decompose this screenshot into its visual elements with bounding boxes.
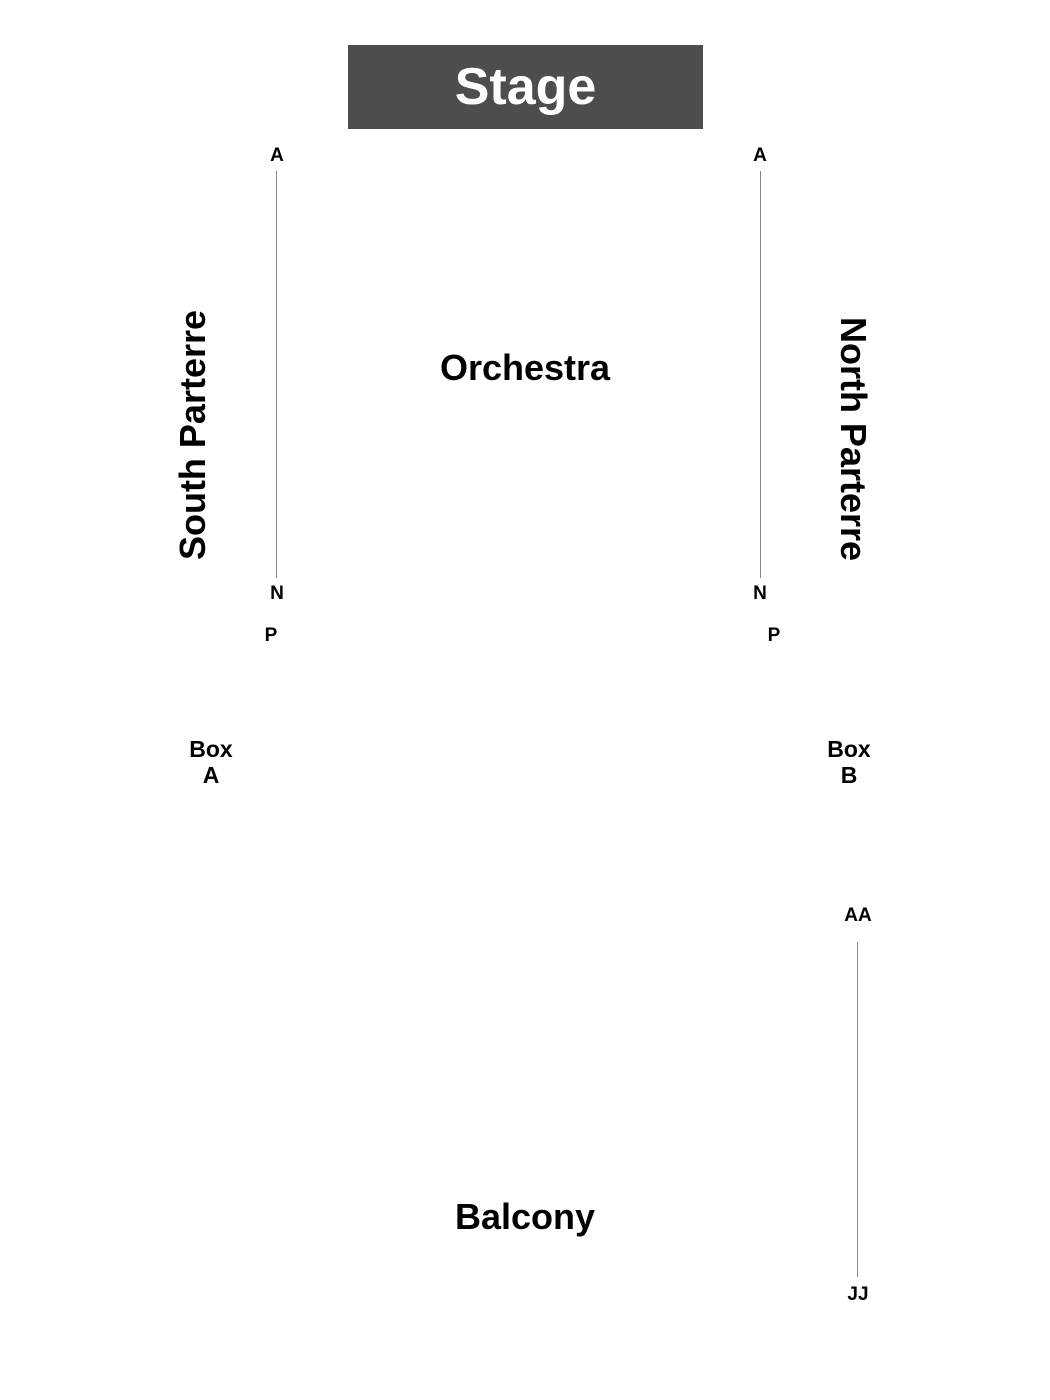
north-row-line (760, 171, 761, 578)
north-row-end-label: N (753, 583, 767, 604)
balcony-row-end-label: JJ (847, 1284, 869, 1305)
box-b-line2: B (840, 762, 858, 788)
balcony-section-label[interactable]: Balcony (454, 1196, 596, 1237)
south-parterre-label[interactable]: South Parterre (172, 309, 213, 561)
stage-label: Stage (454, 58, 597, 116)
south-row-start-label: A (270, 145, 284, 166)
south-row-line (276, 171, 277, 578)
orchestra-section-label[interactable]: Orchestra (439, 347, 611, 388)
south-row-end-label: N (270, 583, 284, 604)
box-b-line1: Box (827, 736, 871, 762)
north-row-start-label: A (753, 145, 767, 166)
balcony-row-line (857, 942, 858, 1277)
box-b[interactable]: Box B (809, 736, 889, 788)
north-parterre-label[interactable]: North Parterre (833, 316, 874, 562)
stage[interactable]: Stage (348, 45, 703, 129)
box-a-line1: Box (189, 736, 233, 762)
box-a-line2: A (202, 762, 220, 788)
box-a[interactable]: Box A (171, 736, 251, 788)
south-row-p-label: P (264, 625, 278, 646)
balcony-row-start-label: AA (844, 905, 872, 926)
north-row-p-label: P (767, 625, 781, 646)
